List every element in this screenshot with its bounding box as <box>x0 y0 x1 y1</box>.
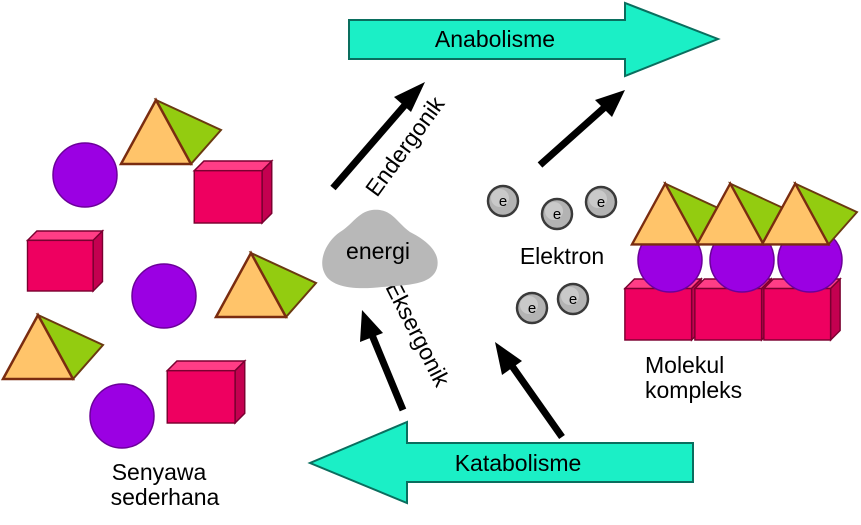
circle-molecule <box>52 142 118 208</box>
energy-label: energi <box>346 238 410 264</box>
anabolic-electron-arrow <box>537 90 625 168</box>
anabolism-label: Anabolisme <box>435 26 555 52</box>
electron-icon <box>486 184 520 218</box>
catabolism-label: Katabolisme <box>455 450 582 476</box>
electron-cluster: Elektron <box>486 184 618 325</box>
energy-blob: energi <box>322 209 438 289</box>
electron-label: Elektron <box>520 243 604 269</box>
circle-molecule <box>89 383 155 449</box>
complex-molecule: Molekul kompleks <box>624 182 859 403</box>
circle-molecule <box>131 263 197 329</box>
triangle-molecule <box>119 98 223 166</box>
cube-molecule <box>26 230 104 292</box>
simple-compounds-label-line2: sederhana <box>111 484 220 510</box>
electron-icon <box>515 291 549 325</box>
electron-icon <box>556 282 590 316</box>
anabolism-arrow: Anabolisme <box>348 1 721 78</box>
electron-icon <box>540 197 574 231</box>
catabolism-arrow: Katabolisme <box>307 420 694 505</box>
triangle-molecule <box>1 313 105 381</box>
cube-molecule <box>193 160 273 224</box>
electron-icon <box>584 185 618 219</box>
cube-molecule <box>166 360 246 424</box>
simple-compounds: Senyawa sederhana <box>1 98 318 510</box>
simple-compounds-label-line1: Senyawa <box>112 459 207 485</box>
complex-molecule-label-line1: Molekul <box>645 352 724 378</box>
catabolic-electron-arrow <box>495 342 565 440</box>
complex-molecule-label-line2: kompleks <box>645 377 742 403</box>
triangle-molecule <box>214 251 318 319</box>
endergonic-arrow <box>330 82 425 191</box>
exergonic-arrow <box>360 310 407 412</box>
